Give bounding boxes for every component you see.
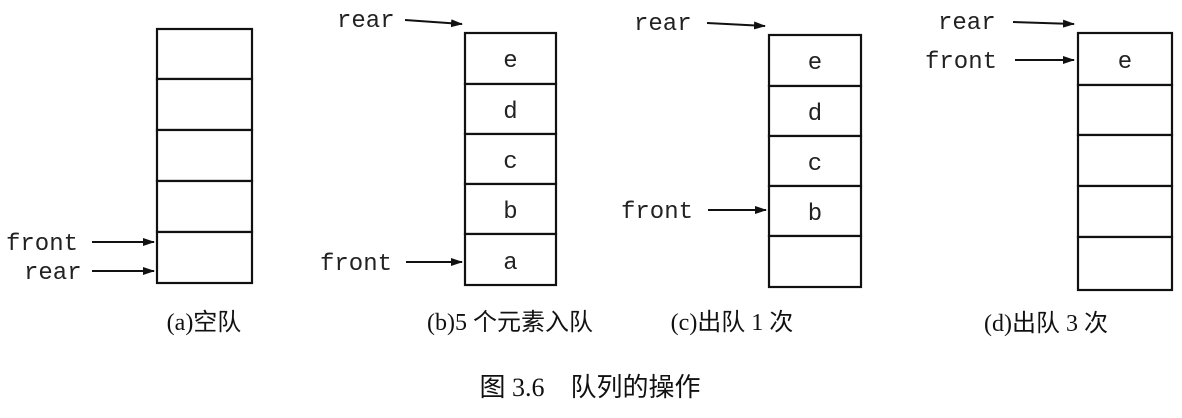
queue-cell-c-5: [767, 234, 863, 289]
queue-cell-c-2: [767, 84, 863, 138]
rear-pointer-a: rear: [24, 260, 155, 287]
panel-c: e d c b rear front (c)出队 1 次: [621, 11, 863, 336]
front-pointer-label-a: front: [6, 231, 78, 258]
queue-stack-c: e d c b: [767, 33, 863, 289]
rear-pointer-label-d: rear: [938, 10, 996, 37]
figure-title: 图 3.6 队列的操作: [479, 373, 700, 402]
queue-cell-a-1: [155, 27, 254, 81]
panel-caption-b: (b)5 个元素入队: [427, 309, 593, 336]
front-pointer-label-c: front: [621, 199, 693, 226]
queue-cell-a-3: [155, 128, 254, 183]
queue-cell-label-b-1: e: [503, 48, 517, 75]
rear-pointer-d: rear: [938, 10, 1075, 37]
rear-arrow-b: [404, 19, 463, 28]
panel-a: front rear (a)空队: [6, 27, 254, 336]
queue-stack-b: e d c b a: [463, 31, 558, 287]
queue-cell-b-5: [463, 232, 558, 287]
front-pointer-label-b: front: [320, 251, 392, 278]
front-pointer-a: front: [6, 231, 155, 258]
queue-stack-d: e: [1076, 31, 1174, 292]
front-pointer-b: front: [320, 251, 463, 278]
front-pointer-c: front: [621, 199, 767, 226]
queue-cell-d-3: [1076, 133, 1174, 188]
queue-cell-c-4: [767, 184, 863, 238]
rear-pointer-label-a: rear: [24, 260, 82, 287]
front-pointer-label-d: front: [925, 49, 997, 76]
queue-cell-b-4: [463, 182, 558, 236]
queue-cell-label-c-4: b: [808, 201, 822, 228]
queue-cell-label-b-5: a: [503, 250, 517, 277]
queue-cell-label-b-3: c: [503, 149, 517, 176]
rear-pointer-label-b: rear: [337, 8, 395, 35]
queue-cell-d-4: [1076, 184, 1174, 239]
rear-pointer-label-c: rear: [634, 11, 692, 38]
queue-cell-label-d-1: e: [1118, 49, 1132, 76]
panel-d: e rear front (d)出队 3 次: [925, 10, 1174, 337]
panel-caption-a: (a)空队: [167, 309, 242, 336]
queue-cell-label-b-4: b: [503, 199, 517, 226]
queue-cell-d-1: [1076, 31, 1174, 87]
panel-b: e d c b a rear front (b)5 个元素入队: [320, 8, 593, 336]
queue-cell-label-c-2: d: [808, 101, 822, 128]
queue-cell-c-3: [767, 134, 863, 188]
queue-cell-label-c-1: e: [808, 50, 822, 77]
front-pointer-d: front: [925, 49, 1075, 76]
queue-cell-a-5: [155, 230, 254, 285]
queue-cell-a-2: [155, 77, 254, 132]
rear-pointer-b: rear: [337, 8, 463, 35]
rear-arrow-c: [706, 21, 766, 30]
panel-caption-d: (d)出队 3 次: [984, 310, 1108, 337]
panel-caption-c: (c)出队 1 次: [671, 309, 794, 336]
queue-cell-label-c-3: c: [808, 151, 822, 178]
rear-arrow-d: [1012, 19, 1075, 28]
queue-cell-d-2: [1076, 83, 1174, 137]
queue-cell-b-1: [463, 31, 558, 86]
queue-cell-b-2: [463, 82, 558, 136]
rear-pointer-c: rear: [634, 11, 766, 38]
queue-cell-b-3: [463, 132, 558, 186]
queue-cell-a-4: [155, 179, 254, 234]
queue-stack-a: [155, 27, 254, 285]
queue-cell-label-b-2: d: [503, 99, 517, 126]
queue-cell-d-5: [1076, 235, 1174, 292]
